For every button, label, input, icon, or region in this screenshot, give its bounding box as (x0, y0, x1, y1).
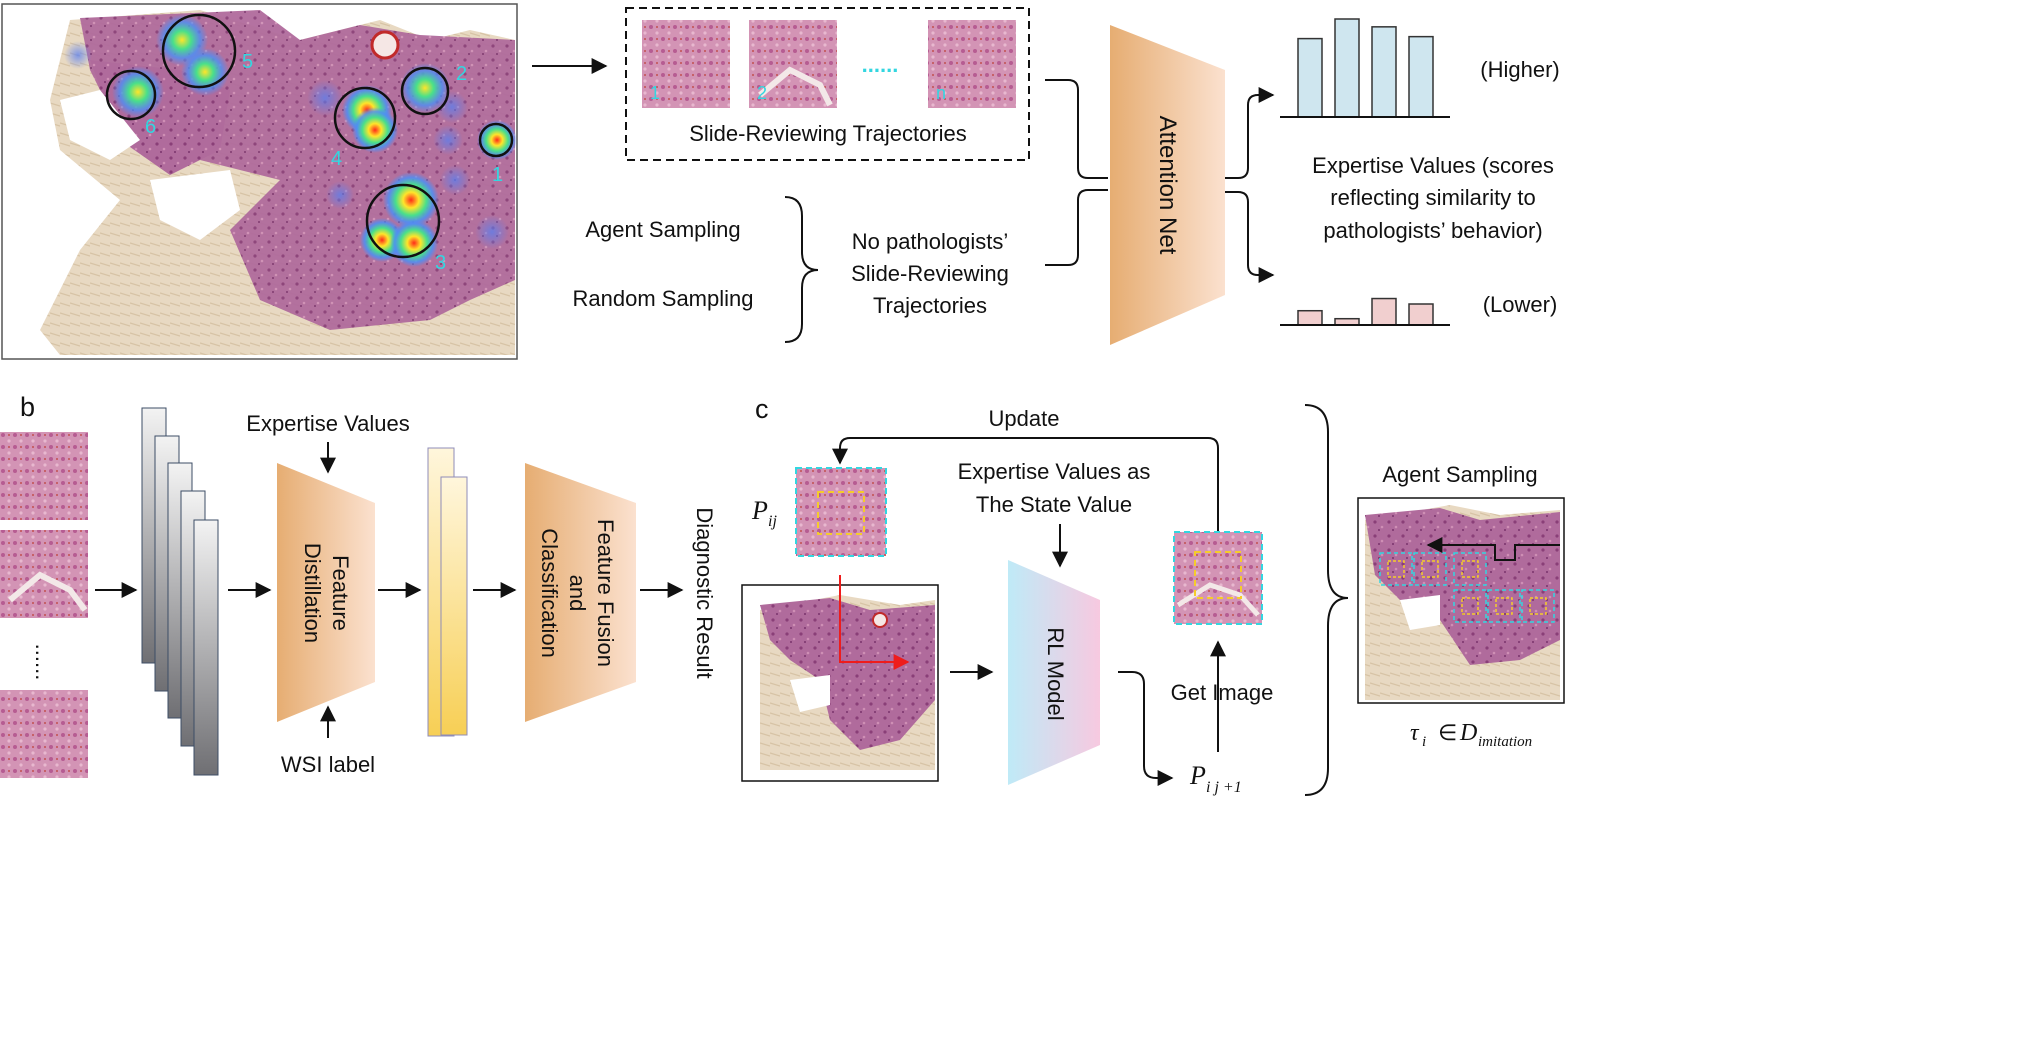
lower-bar-4 (1408, 303, 1434, 326)
update-label: Update (989, 406, 1060, 431)
higher-bar-2 (1334, 18, 1360, 118)
tau-symbol: τ (1410, 720, 1420, 746)
feature-distillation-line1: Feature (328, 555, 353, 631)
lower-bar-3 (1371, 297, 1397, 326)
higher-bar-3 (1371, 26, 1397, 118)
higher-label: (Higher) (1480, 57, 1559, 82)
attention-net-label: Attention Net (1154, 116, 1181, 255)
fusion-line1: Feature Fusion (593, 519, 618, 667)
d-symbol: D (1459, 720, 1477, 746)
feature-distillation-block (277, 463, 375, 722)
panel-b-letter: b (20, 392, 35, 422)
lower-label: (Lower) (1483, 292, 1558, 317)
agent-sampling-label: Agent Sampling (585, 217, 740, 242)
panel-a: a (1, 3, 1560, 360)
sampling-grid (1379, 552, 1555, 623)
panel-c-brace (1304, 404, 1349, 796)
higher-bar-4 (1408, 35, 1434, 118)
connector-trajectories (1045, 79, 1108, 179)
panel-c: c Update Expertise Values as The State V… (741, 394, 1565, 796)
yellow-feature-stack (427, 447, 468, 737)
arrow-to-higher (1225, 87, 1275, 179)
lower-bar-1 (1297, 309, 1323, 326)
update-loop-arrow (832, 437, 1219, 532)
next-patch-focus (1194, 551, 1242, 599)
p-ij-sub: ij (768, 513, 777, 530)
region-circle-5 (161, 13, 237, 89)
d-subscript: imitation (1478, 734, 1532, 750)
panel-b: b ...... Expertise Values Feature Distil… (0, 392, 717, 778)
get-image-label: Get Image (1171, 680, 1274, 705)
region-circle-3 (365, 183, 441, 259)
feature-fusion-block (525, 463, 636, 722)
region-number-6: 6 (145, 116, 156, 138)
no-pathologists-line2: Slide-Reviewing (851, 261, 1009, 286)
p-ij-base: P (751, 496, 768, 525)
state-value-line2: The State Value (976, 492, 1132, 517)
patch-number-n: n (936, 83, 946, 103)
rl-model-block (1008, 560, 1100, 785)
fusion-line2: and (565, 575, 590, 612)
connector-no-pathologists (1045, 189, 1108, 266)
region-circle-4 (333, 86, 397, 150)
region-number-1: 1 (492, 164, 503, 186)
no-pathologists-line1: No pathologists’ (852, 229, 1009, 254)
agent-sampling-title: Agent Sampling (1382, 462, 1537, 487)
p-next-base: P (1189, 761, 1206, 790)
region-number-3: 3 (435, 252, 446, 274)
patch-ellipsis: ...... (862, 52, 899, 77)
sampling-path-arrow (1426, 537, 1560, 561)
trajectory-patch-1 (642, 20, 730, 108)
state-value-line1: Expertise Values as (958, 459, 1151, 484)
panel-c-letter: c (755, 394, 769, 424)
expertise-line3: pathologists’ behavior) (1323, 218, 1542, 243)
region-number-2: 2 (456, 63, 467, 85)
attention-net-block (1110, 25, 1225, 345)
region-circle-6 (105, 69, 157, 121)
arrow-rl-to-next (1118, 671, 1174, 786)
feature-distillation-line2: Distillation (300, 543, 325, 643)
region-number-4: 4 (331, 148, 342, 170)
trajectories-box (625, 7, 1030, 161)
higher-bar-1 (1297, 37, 1323, 118)
tau-subscript: i (1422, 734, 1426, 750)
sampling-brace (784, 196, 819, 343)
patch-p-ij (795, 467, 887, 557)
patch-p-ij-focus (817, 491, 865, 535)
region-circle-2 (400, 66, 450, 116)
higher-bar-chart (1297, 18, 1434, 118)
expertise-line1: Expertise Values (scores (1312, 153, 1554, 178)
p-next-sub: i j +1 (1206, 779, 1242, 796)
expertise-values-input: Expertise Values (246, 411, 409, 436)
expertise-line2: reflecting similarity to (1330, 185, 1535, 210)
red-path-arrow (839, 575, 910, 670)
diagnostic-result-label: Diagnostic Result (692, 507, 717, 678)
input-patch-3 (0, 690, 88, 778)
random-sampling-label: Random Sampling (573, 286, 754, 311)
lower-bar-chart (1297, 297, 1434, 326)
no-pathologists-line3: Trajectories (873, 293, 987, 318)
input-vertical-dots: ...... (31, 644, 56, 681)
fusion-line3: Classification (537, 528, 562, 658)
arrow-to-lower (1225, 191, 1275, 283)
element-of-symbol: ∈ (1438, 720, 1457, 745)
region-circles (105, 13, 514, 259)
patch-number-1: 1 (650, 83, 660, 103)
input-patch-1 (0, 432, 88, 520)
trajectory-patch-n (928, 20, 1016, 108)
patch-number-2: 2 (757, 83, 767, 103)
region-number-5: 5 (242, 51, 253, 73)
agent-sampling-image (1357, 497, 1565, 704)
wsi-heatmap-image (1, 3, 518, 360)
gray-feature-stack (141, 407, 219, 776)
next-patch (1173, 531, 1263, 625)
trajectories-label: Slide-Reviewing Trajectories (689, 121, 967, 146)
rl-model-label: RL Model (1043, 627, 1068, 720)
wsi-label: WSI label (281, 752, 375, 777)
region-circle-1 (478, 122, 514, 158)
